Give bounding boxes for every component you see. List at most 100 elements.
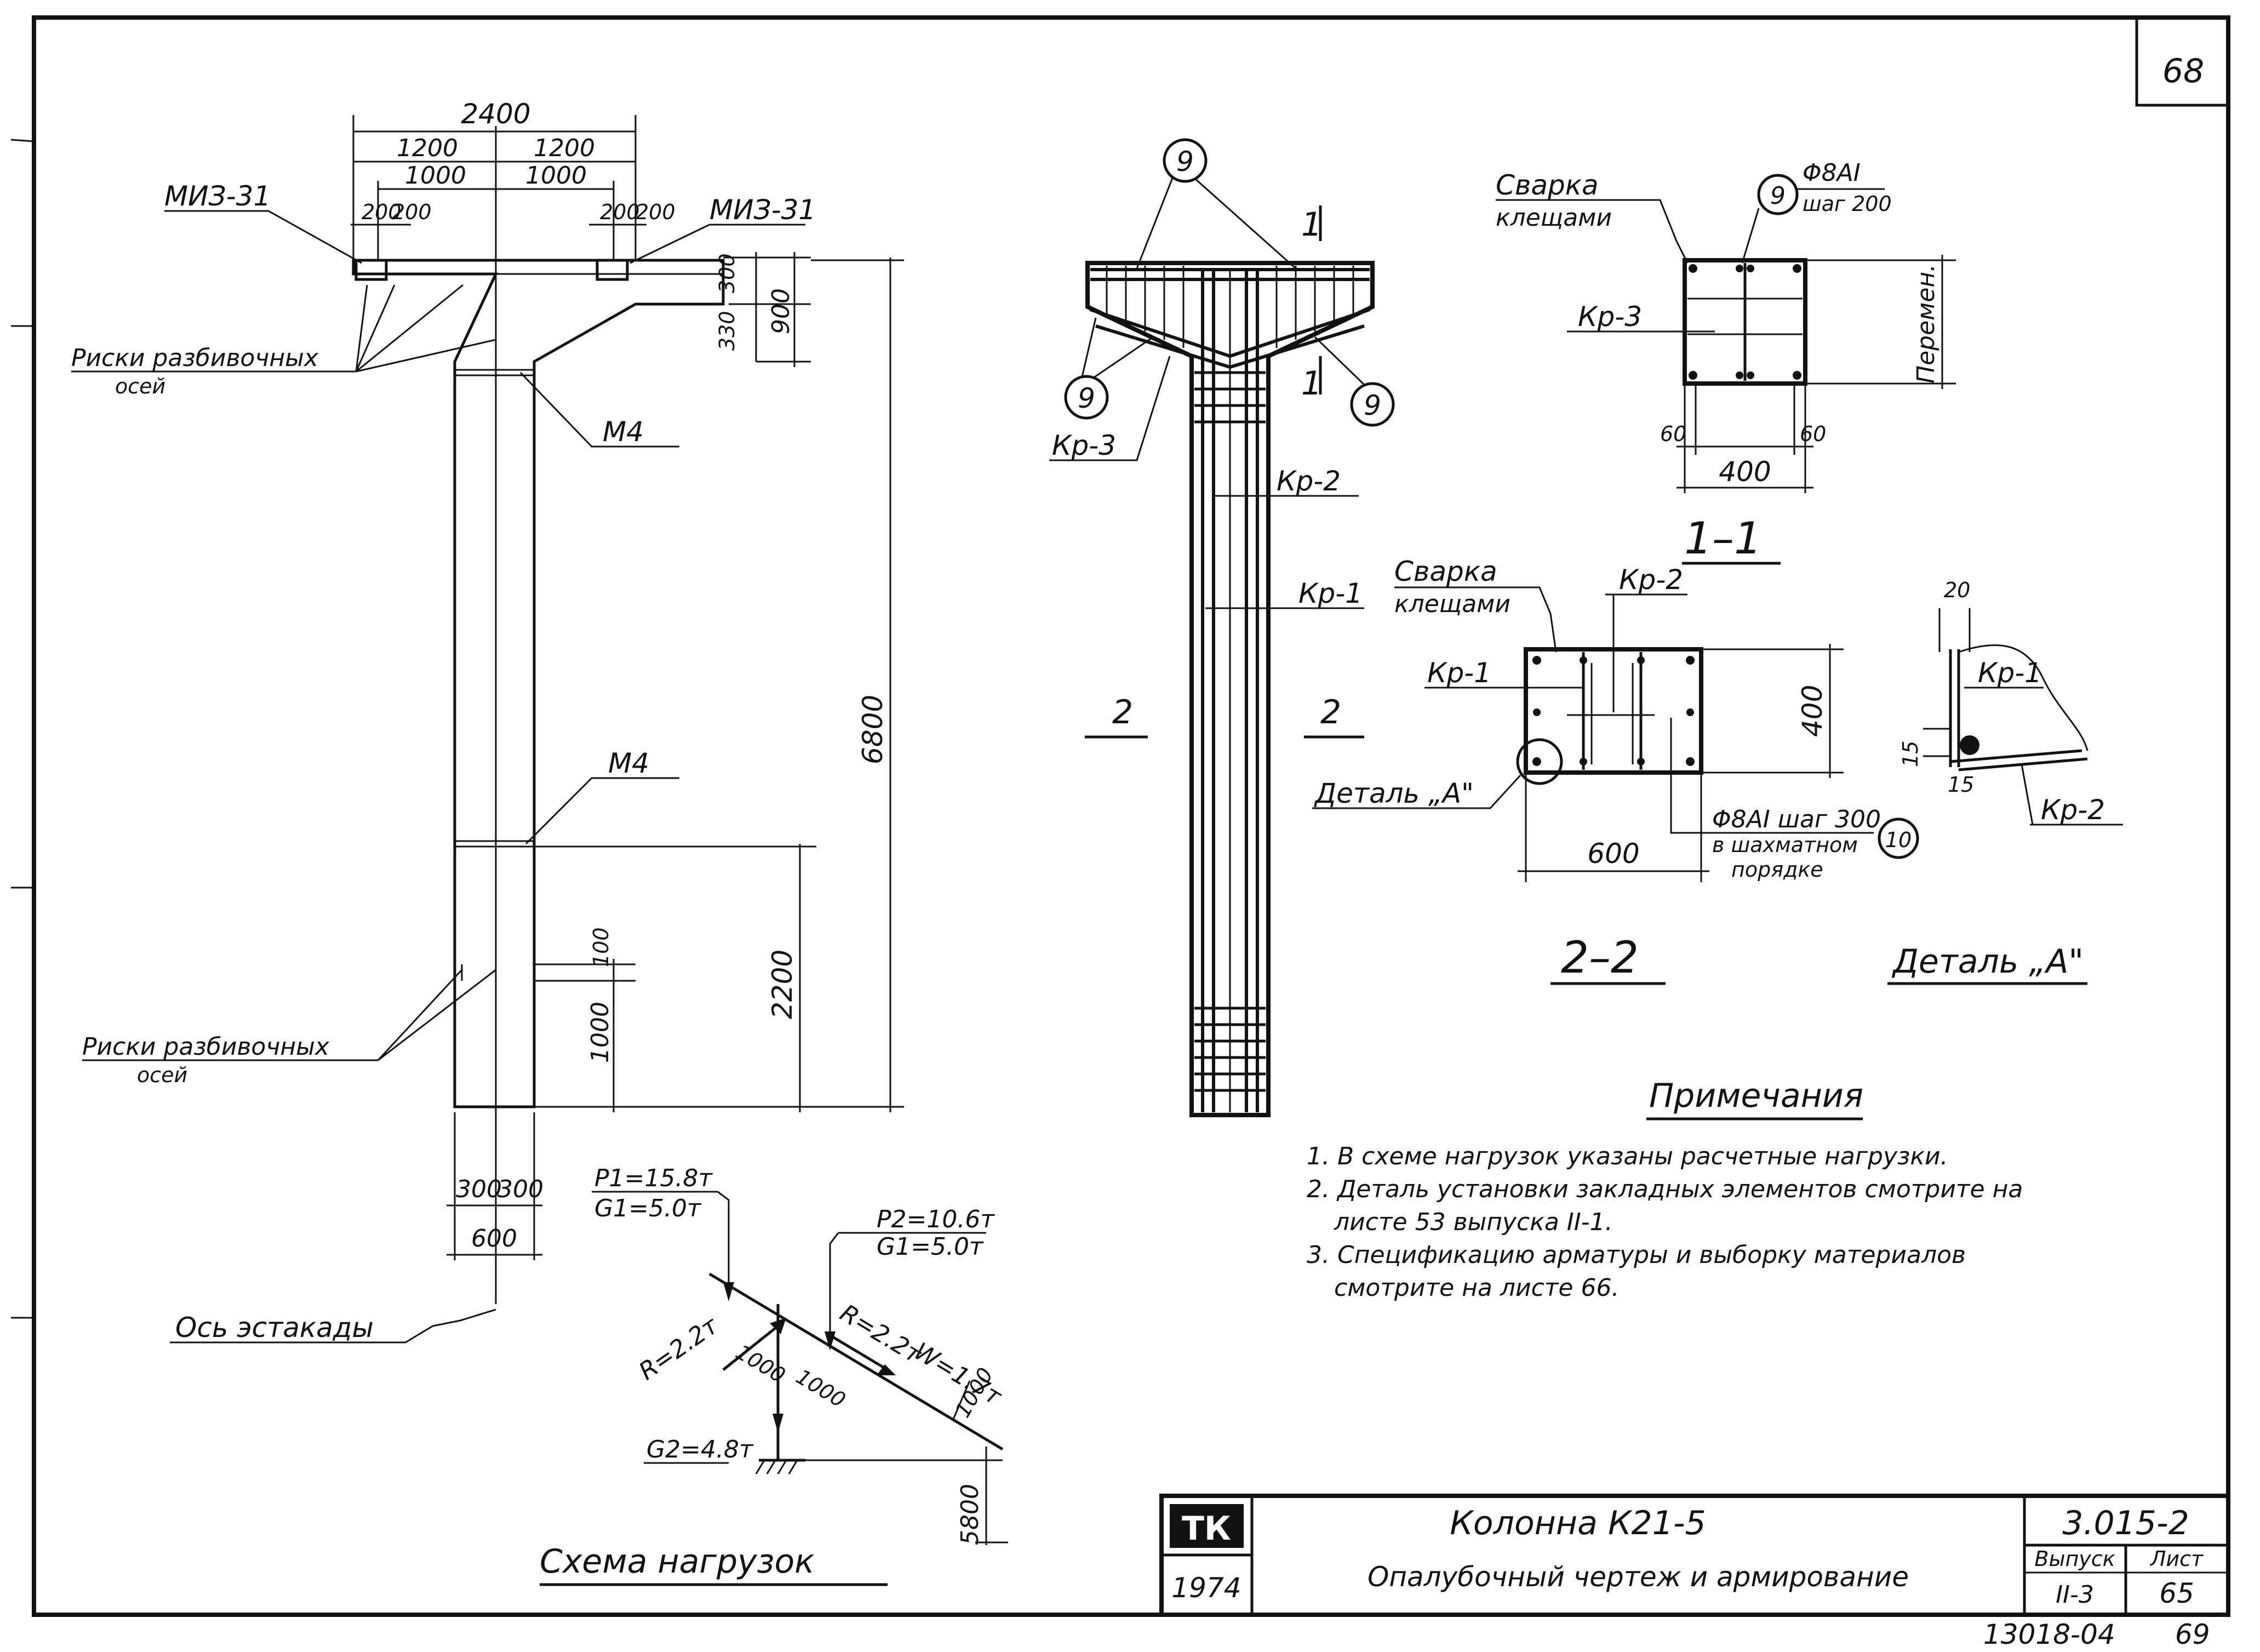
s22-staggered-line2: порядке xyxy=(1731,858,1823,882)
dim-bot-600: 600 xyxy=(471,1225,517,1253)
load-dim-5800: 5800 xyxy=(956,1484,984,1545)
load-g1: G1=5.0т xyxy=(594,1194,702,1222)
kr2-label: Кр-2 xyxy=(1277,465,1341,497)
load-p2: P2=10.6т xyxy=(877,1205,995,1233)
s22-welding-line1: Сварка xyxy=(1394,556,1497,587)
notes-line2: 2. Деталь установки закладных элементов … xyxy=(1307,1175,2023,1203)
title-logo: ТК xyxy=(1182,1510,1231,1548)
s22-kr2: Кр-2 xyxy=(1619,564,1683,596)
mark-9-left: 9 xyxy=(1078,382,1095,414)
detail-a-dim-20: 20 xyxy=(1944,578,1970,602)
s11-mark-9: 9 xyxy=(1770,182,1786,210)
s11-step: шаг 200 xyxy=(1803,192,1892,216)
m4-mid: М4 xyxy=(608,747,649,779)
axis-marks-bot-line1: Риски разбивочных xyxy=(82,1033,330,1061)
s22-kr1: Кр-1 xyxy=(1427,657,1491,689)
s22-dim-400: 400 xyxy=(1796,685,1828,737)
dim-900: 900 xyxy=(767,288,795,334)
detail-a-dim-15-a: 15 xyxy=(1898,741,1923,767)
kr3-label: Кр-3 xyxy=(1052,430,1116,461)
mark-9-top: 9 xyxy=(1176,146,1194,178)
s11-welding-line1: Сварка xyxy=(1496,169,1599,201)
s11-dim-400: 400 xyxy=(1719,456,1771,488)
dim-100: 100 xyxy=(589,927,613,967)
axis-marks-bot-line2: осей xyxy=(137,1063,187,1087)
notes-line4: 3. Спецификацию арматуры и выборку матер… xyxy=(1307,1241,1966,1269)
dim-plate-r1: 200 xyxy=(600,200,640,224)
dim-inner-left: 1000 xyxy=(405,162,466,190)
s22-title: 2–2 xyxy=(1561,932,1639,983)
section-2-left: 2 xyxy=(1112,693,1133,731)
title-block: ТК 1974 Колонна К21-5 Опалубочный чертеж… xyxy=(1159,1494,2230,1650)
s11-variable: Перемен. xyxy=(1912,264,1940,384)
title-sheet-label: Лист xyxy=(2149,1547,2204,1571)
section-2-right: 2 xyxy=(1320,693,1341,731)
dim-330: 330 xyxy=(715,311,739,351)
section-1-1: Сварка клещами 9 Φ8АI шаг 200 Кр-3 Перем… xyxy=(1496,159,1956,565)
dim-plate-l2: 200 xyxy=(392,200,432,224)
title-code: 3.015-2 xyxy=(2062,1504,2189,1542)
s11-title: 1–1 xyxy=(1684,513,1762,564)
s22-mark-10: 10 xyxy=(1885,828,1912,852)
notes-line3: листе 53 выпуска II-1. xyxy=(1334,1208,1613,1236)
load-scheme-title: Схема нагрузок xyxy=(540,1542,814,1581)
load-g1b: G1=5.0т xyxy=(877,1233,984,1261)
dim-2200: 2200 xyxy=(766,950,798,1019)
embed-label-right: МИЗ-31 xyxy=(710,194,816,226)
s22-staggered-line1: в шахматном xyxy=(1712,833,1858,857)
s11-welding-line2: клещами xyxy=(1496,204,1612,232)
title-issue-value: II-3 xyxy=(2056,1581,2094,1609)
section-2-2: Сварка клещами Кр-2 Кр-1 400 Деталь „А" … xyxy=(1312,556,1919,985)
detail-a-title: Деталь „А" xyxy=(1891,942,2084,981)
dim-plate-r2: 200 xyxy=(636,200,676,224)
m4-top: М4 xyxy=(603,416,644,448)
load-p1: P1=15.8т xyxy=(594,1164,713,1192)
load-dim-1000-l: 1000 xyxy=(731,1340,789,1388)
estacade-axis-label: Ось эстакады xyxy=(175,1312,374,1344)
title-subtitle: Опалубочный чертеж и армирование xyxy=(1368,1561,1909,1593)
s11-kr3: Кр-3 xyxy=(1578,301,1642,333)
title-name: Колонна К21-5 xyxy=(1450,1504,1706,1542)
title-issue-label: Выпуск xyxy=(2034,1547,2115,1571)
s11-dim-60-right: 60 xyxy=(1800,422,1826,446)
column-elevation: 2400 1200 1200 1000 1000 200 200 200 200… xyxy=(71,98,904,1344)
axis-marks-top-line2: осей xyxy=(115,374,165,398)
load-r-left: R=2.2т xyxy=(634,1311,724,1386)
s11-bar-spec: Φ8АI xyxy=(1803,159,1861,187)
title-sheet-value: 65 xyxy=(2159,1577,2194,1609)
axis-marks-top-line1: Риски разбивочных xyxy=(71,344,319,372)
s22-welding-line2: клещами xyxy=(1394,590,1511,618)
load-scheme: P1=15.8т G1=5.0т P2=10.6т G1=5.0т R=2.2т… xyxy=(540,1164,1008,1586)
notes-line1: 1. В схеме нагрузок указаны расчетные на… xyxy=(1307,1142,1948,1170)
sheet-frame: 68 xyxy=(10,15,2230,1617)
s11-dim-60-left: 60 xyxy=(1660,422,1686,446)
dim-plate-l1: 200 xyxy=(362,200,402,224)
dim-half-left: 1200 xyxy=(397,134,458,162)
reinforcement-elevation: 9 1 1 9 9 Кр-3 Кр-2 Кр-1 2 2 xyxy=(1049,138,1395,1117)
notes-title: Примечания xyxy=(1649,1077,1863,1115)
load-g2: G2=4.8т xyxy=(646,1436,754,1464)
dim-6800: 6800 xyxy=(857,695,889,764)
mark-9-right: 9 xyxy=(1364,390,1381,421)
section-1-top: 1 xyxy=(1301,205,1322,244)
title-year: 1974 xyxy=(1171,1572,1241,1604)
section-1-bot: 1 xyxy=(1301,364,1322,403)
dim-inner-right: 1000 xyxy=(525,162,587,190)
s22-detail-ref: Деталь „А" xyxy=(1314,778,1474,809)
s22-dim-600: 600 xyxy=(1587,838,1639,870)
dim-half-right: 1200 xyxy=(534,134,595,162)
sheet-number: 68 xyxy=(2162,52,2204,90)
detail-a-kr1: Кр-1 xyxy=(1978,657,2042,689)
dim-1000: 1000 xyxy=(586,1002,614,1063)
title-archive: 13018-04 xyxy=(1983,1619,2115,1650)
detail-a-dim-15-b: 15 xyxy=(1948,773,1974,797)
notes: Примечания 1. В схеме нагрузок указаны р… xyxy=(1307,1077,2023,1302)
dim-bot-300-right: 300 xyxy=(497,1175,543,1203)
dim-300-top: 300 xyxy=(715,253,739,293)
load-dim-1000-r: 1000 xyxy=(792,1364,850,1413)
title-archive-page: 69 xyxy=(2175,1619,2210,1650)
s22-bar-spec: Φ8АI шаг 300 xyxy=(1712,805,1881,833)
dim-total-width: 2400 xyxy=(461,98,530,130)
embed-label-left: МИЗ-31 xyxy=(164,180,271,212)
